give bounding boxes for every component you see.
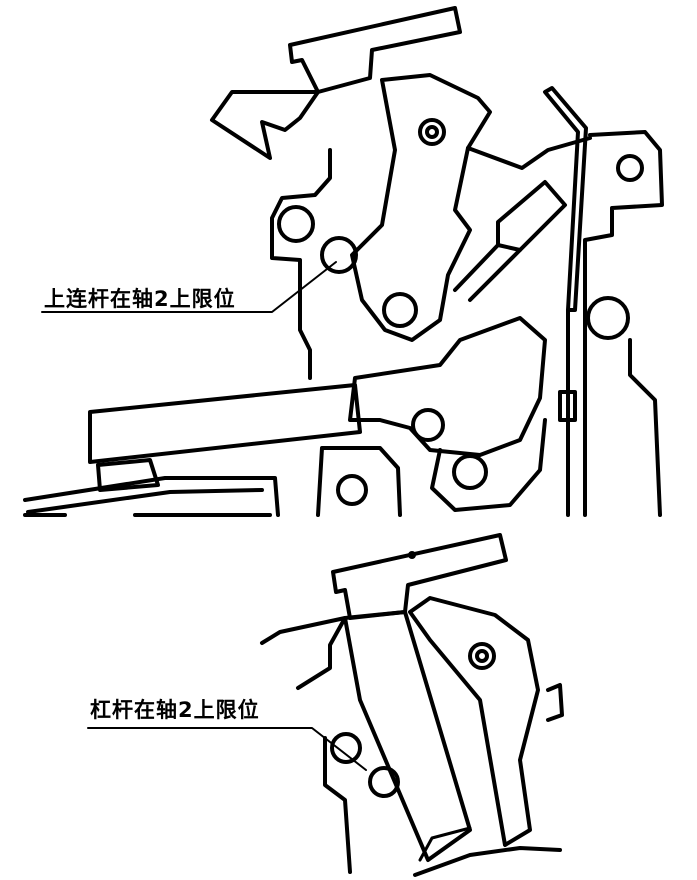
bottom-pivot-bolt [468, 642, 496, 670]
bottom-view-assembly [87, 533, 564, 877]
shaft-2-stop [320, 236, 358, 274]
top-view-assembly [23, 6, 664, 517]
link-lower-pivot [382, 292, 418, 328]
shaft-2-left [277, 205, 315, 243]
right-housing [628, 338, 662, 517]
top-pivot-bolt [418, 118, 446, 146]
callout-label-lever: 杠杆在轴2上限位 [90, 698, 260, 722]
right-upper-pivot [616, 154, 644, 182]
slider-rod [453, 243, 522, 302]
bottom-base-curve [413, 846, 562, 877]
bottom-left-tab [260, 616, 347, 690]
right-lower-pivot [586, 296, 630, 340]
diagonal-slider [496, 180, 567, 252]
cam-pivot-upper [411, 408, 445, 442]
cam-arm [430, 418, 547, 512]
lower-housing [316, 446, 402, 517]
left-tab [210, 90, 320, 160]
top-callout-leader [41, 261, 337, 313]
right-bracket [583, 130, 664, 332]
callout-label-upper-link: 上连杆在轴2上限位 [44, 287, 236, 311]
lower-housing-pivot [336, 474, 368, 506]
bottom-frame [323, 736, 352, 874]
base-block [96, 458, 160, 492]
lever-cam [348, 316, 547, 457]
cam-pivot-lower [452, 454, 488, 490]
main-frame [270, 148, 332, 380]
base-plate [23, 476, 280, 517]
bottom-top-dot [408, 551, 416, 559]
bottom-right-link [408, 596, 540, 847]
bottom-shaft-2-stop [368, 766, 400, 798]
bottom-lever-shade [418, 826, 472, 862]
upper-link [350, 73, 492, 342]
upright-post [558, 390, 577, 422]
top-bracket [288, 6, 462, 94]
bottom-lever [343, 610, 472, 862]
long-lever [88, 383, 362, 464]
right-inner-edge [566, 308, 587, 517]
top-pivot-bolt-inner [425, 125, 439, 139]
bottom-callout-leader [87, 727, 367, 771]
spring-plate [543, 86, 588, 312]
frame-right-edge [466, 136, 592, 170]
bottom-pivot-bolt-inner [475, 649, 489, 663]
bottom-right-stub [546, 683, 564, 722]
bottom-shaft-2 [330, 732, 362, 764]
